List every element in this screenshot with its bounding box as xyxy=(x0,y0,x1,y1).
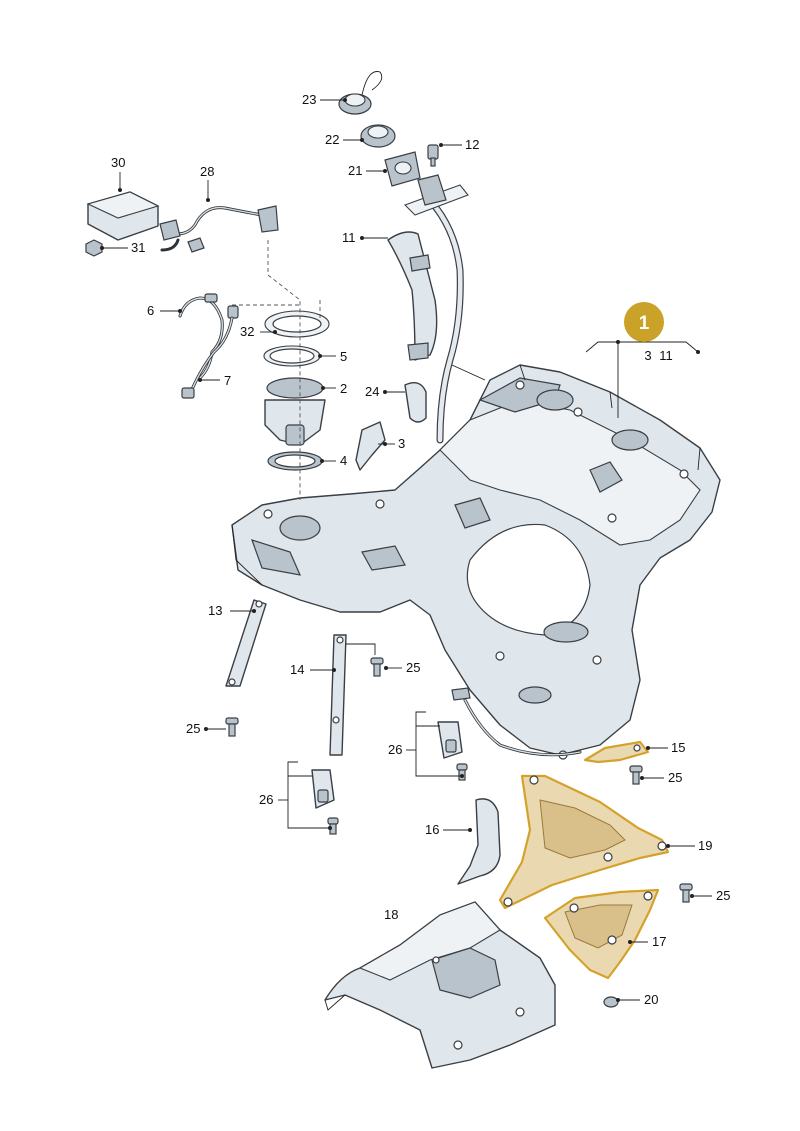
label-22: 22 xyxy=(325,132,339,147)
callout-badge xyxy=(624,302,664,342)
part-26-bracket-left[interactable] xyxy=(311,769,339,835)
label-17: 17 xyxy=(652,934,666,949)
part-labels: 23 22 21 12 11 24 30 31 28 6 7 32 5 2 4 … xyxy=(111,92,730,1007)
part-26-bracket-right[interactable] xyxy=(437,687,471,781)
label-24: 24 xyxy=(365,384,379,399)
filler-neck-pipe[interactable] xyxy=(404,174,486,444)
callout-1[interactable]: 1 3 11 xyxy=(585,302,700,418)
label-19: 19 xyxy=(698,838,712,853)
label-23: 23 xyxy=(302,92,316,107)
part-5-seal[interactable] xyxy=(263,345,321,367)
label-13: 13 xyxy=(208,603,222,618)
part-2-pump-unit[interactable] xyxy=(264,377,326,446)
label-11: 11 xyxy=(342,230,356,245)
label-31: 31 xyxy=(131,240,145,255)
part-3-clip[interactable] xyxy=(355,421,386,471)
label-25-c: 25 xyxy=(668,770,682,785)
label-14: 14 xyxy=(290,662,304,677)
label-25-b: 25 xyxy=(406,660,420,675)
label-21: 21 xyxy=(348,163,362,178)
label-25-d: 25 xyxy=(716,888,730,903)
label-12: 12 xyxy=(465,137,479,152)
label-28: 28 xyxy=(200,164,214,179)
label-25-a: 25 xyxy=(186,721,200,736)
label-15: 15 xyxy=(671,740,685,755)
label-32: 32 xyxy=(240,324,254,339)
assembly-guides xyxy=(232,240,321,500)
part-18-underbody-shield[interactable] xyxy=(324,901,556,1069)
label-6: 6 xyxy=(147,303,154,318)
label-7: 7 xyxy=(224,373,231,388)
label-18: 18 xyxy=(384,907,398,922)
label-16: 16 xyxy=(425,822,439,837)
part-4-gasket[interactable] xyxy=(267,451,323,471)
callout-sub-left: 3 xyxy=(644,348,651,363)
part-15-bracket[interactable] xyxy=(583,740,650,764)
label-26-left: 26 xyxy=(259,792,273,807)
screw-25-a[interactable] xyxy=(225,717,239,737)
part-24-hose[interactable] xyxy=(404,382,427,423)
callout-number: 1 xyxy=(639,313,650,334)
label-2: 2 xyxy=(340,381,347,396)
part-23-filler-cap[interactable] xyxy=(338,71,383,115)
fuel-tank[interactable] xyxy=(231,364,721,760)
screw-25-b[interactable] xyxy=(370,657,384,677)
part-31-nut[interactable] xyxy=(85,239,103,257)
part-19-heat-shield[interactable] xyxy=(498,774,670,910)
part-16-heat-shield[interactable] xyxy=(457,798,501,885)
vent-line-inner xyxy=(464,699,581,756)
callout-sub-right: 11 xyxy=(659,348,673,363)
part-13-strap[interactable] xyxy=(225,599,267,687)
screw-25-c[interactable] xyxy=(629,765,643,785)
label-20: 20 xyxy=(644,992,658,1007)
label-26-right: 26 xyxy=(388,742,402,757)
label-30: 30 xyxy=(111,155,125,170)
label-4: 4 xyxy=(340,453,347,468)
part-14-strap[interactable] xyxy=(329,634,347,756)
part-17-heat-shield[interactable] xyxy=(543,888,660,980)
leader-lines xyxy=(100,98,712,1002)
part-11-bracket[interactable] xyxy=(387,231,438,361)
part-28-wiring-harness[interactable] xyxy=(159,205,279,253)
part-21-collar[interactable] xyxy=(384,151,421,187)
part-7-line[interactable] xyxy=(181,316,234,399)
part-22-ring[interactable] xyxy=(360,124,396,148)
part-30-module[interactable] xyxy=(86,191,160,241)
label-3: 3 xyxy=(398,436,405,451)
label-5: 5 xyxy=(340,349,347,364)
part-32-locking-ring[interactable] xyxy=(264,310,330,338)
part-6-line[interactable] xyxy=(178,293,239,380)
screw-25-d[interactable] xyxy=(679,883,693,903)
part-12-screw[interactable] xyxy=(427,144,439,167)
part-20-washer[interactable] xyxy=(603,996,619,1008)
